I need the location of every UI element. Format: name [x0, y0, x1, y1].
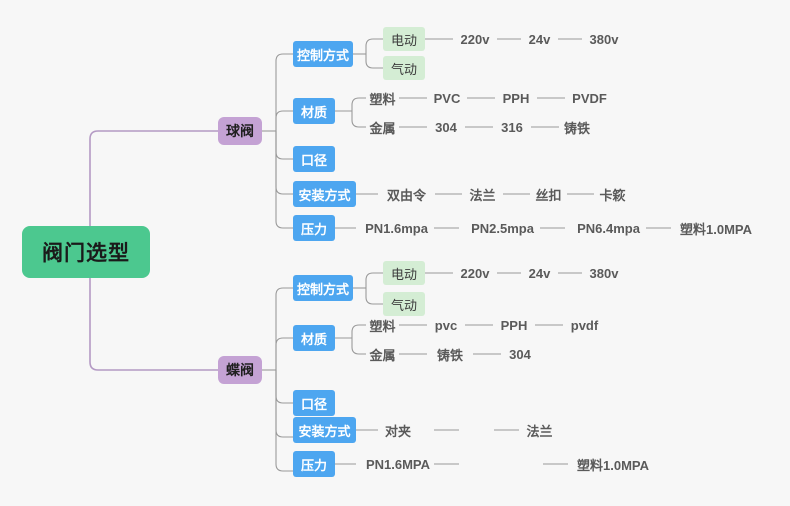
leaf-node-pph-ball[interactable]: PPH — [502, 90, 530, 106]
leaf-node-24v-ball[interactable]: 24v — [528, 31, 551, 47]
leaf-node-plastic-10mpa-ball[interactable]: 塑料1.0MPA — [680, 221, 752, 237]
leaf-node-flange-butterfly[interactable]: 法兰 — [526, 423, 553, 439]
leaf-node-220v-butterfly[interactable]: 220v — [460, 265, 490, 281]
leaf-node-pn16mpa-ball[interactable]: PN1.6mpa — [365, 220, 428, 236]
leaf-node-plastic-butterfly[interactable]: 塑料 — [369, 318, 396, 334]
leaf-node-316-ball[interactable]: 316 — [501, 119, 523, 135]
category-node-material-butterfly[interactable]: 材质 — [293, 325, 335, 351]
category-node-diameter-ball[interactable]: 口径 — [293, 146, 335, 172]
category-node-pressure-ball[interactable]: 压力 — [293, 215, 335, 241]
category-node-pressure-butterfly[interactable]: 压力 — [293, 451, 335, 477]
category-node-diameter-butterfly[interactable]: 口径 — [293, 390, 335, 416]
chip-node-pneumatic-ball[interactable]: 气动 — [383, 56, 425, 80]
leaf-node-metal-ball[interactable]: 金属 — [369, 120, 396, 136]
leaf-node-380v-ball[interactable]: 380v — [589, 31, 619, 47]
leaf-node-pn16mpa-butterfly[interactable]: PN1.6MPA — [365, 456, 431, 472]
leaf-node-thread-ball[interactable]: 丝扣 — [535, 187, 562, 203]
leaf-node-cast-iron-butterfly[interactable]: 铸铁 — [436, 347, 463, 363]
leaf-node-220v-ball[interactable]: 220v — [460, 31, 490, 47]
leaf-node-pvc-butterfly[interactable]: pvc — [434, 317, 458, 333]
leaf-node-304-butterfly[interactable]: 304 — [509, 346, 531, 362]
leaf-node-plastic-10mpa-butterfly[interactable]: 塑料1.0MPA — [577, 457, 649, 473]
leaf-node-wafer-butterfly[interactable]: 对夹 — [384, 423, 411, 439]
category-node-control-method-ball[interactable]: 控制方式 — [293, 41, 353, 67]
chip-node-electric-ball[interactable]: 电动 — [383, 27, 425, 51]
leaf-node-pvdf-ball[interactable]: PVDF — [572, 90, 607, 106]
category-node-material-ball[interactable]: 材质 — [293, 98, 335, 124]
leaf-node-plastic-ball[interactable]: 塑料 — [369, 91, 396, 107]
leaf-node-24v-butterfly[interactable]: 24v — [528, 265, 551, 281]
leaf-node-metal-butterfly[interactable]: 金属 — [369, 347, 396, 363]
leaf-node-cast-iron-ball[interactable]: 铸铁 — [563, 120, 590, 136]
leaf-node-304-ball[interactable]: 304 — [435, 119, 457, 135]
leaf-node-pph-butterfly[interactable]: PPH — [500, 317, 528, 333]
leaf-node-pvc-ball[interactable]: PVC — [433, 90, 461, 106]
branch-node-butterfly-valve[interactable]: 蝶阀 — [218, 356, 262, 384]
leaf-node-380v-butterfly[interactable]: 380v — [589, 265, 619, 281]
leaf-node-flange-ball[interactable]: 法兰 — [469, 187, 496, 203]
root-node[interactable]: 阀门选型 — [22, 226, 150, 278]
branch-node-ball-valve[interactable]: 球阀 — [218, 117, 262, 145]
leaf-node-pn64mpa-ball[interactable]: PN6.4mpa — [577, 220, 640, 236]
category-node-installation-ball[interactable]: 安装方式 — [293, 181, 356, 207]
leaf-node-double-union-ball[interactable]: 双由令 — [386, 187, 426, 203]
leaf-node-pn25mpa-ball[interactable]: PN2.5mpa — [471, 220, 534, 236]
chip-node-electric-butterfly[interactable]: 电动 — [383, 261, 425, 285]
chip-node-pneumatic-butterfly[interactable]: 气动 — [383, 292, 425, 316]
leaf-node-pvdf-butterfly[interactable]: pvdf — [570, 317, 599, 333]
leaf-node-clamp-ball[interactable]: 卡篍 — [599, 187, 626, 203]
category-node-control-method-butterfly[interactable]: 控制方式 — [293, 275, 353, 301]
category-node-installation-butterfly[interactable]: 安装方式 — [293, 417, 356, 443]
